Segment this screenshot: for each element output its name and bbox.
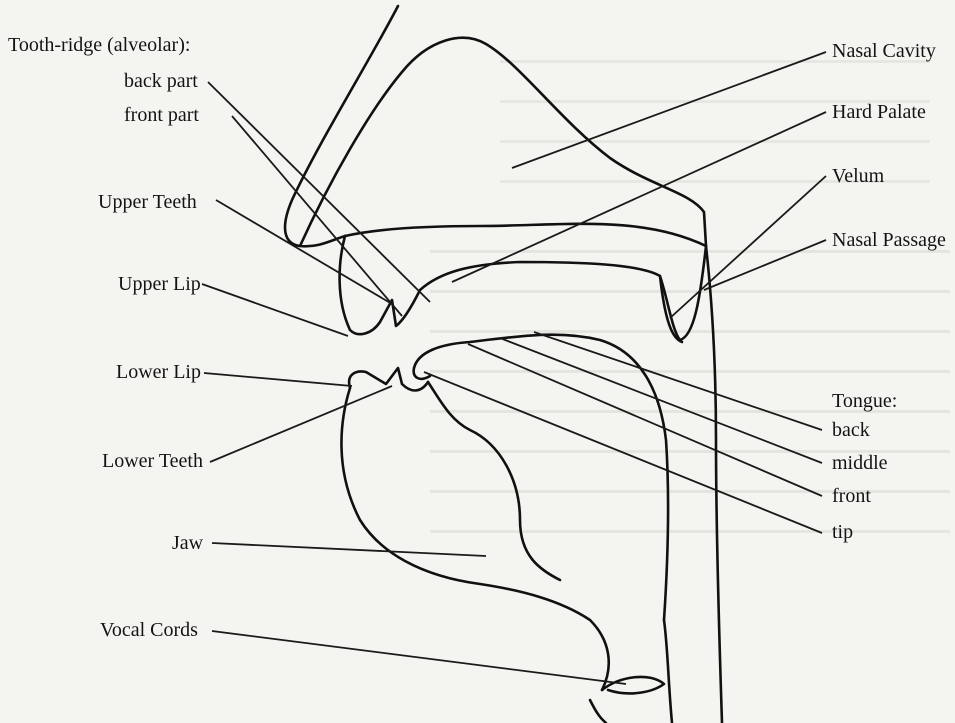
label-nasal-passage: Nasal Passage — [832, 229, 946, 251]
label-upper-teeth: Upper Teeth — [98, 191, 197, 213]
leader-tongue-middle — [500, 338, 822, 463]
pharynx-wall — [706, 246, 722, 723]
throat-back — [664, 620, 672, 723]
label-lower-teeth: Lower Teeth — [102, 450, 203, 472]
label-back-part: back part — [124, 70, 198, 92]
nose-outline — [285, 6, 398, 246]
label-tongue-middle: middle — [832, 452, 888, 474]
throat-front — [590, 700, 606, 723]
leader-vocal-cords — [212, 631, 626, 684]
leader-hard-palate — [452, 112, 826, 282]
left-labels: Tooth-ridge (alveolar): back part front … — [8, 34, 204, 641]
label-tongue-back: back — [832, 419, 870, 441]
larynx-outline — [602, 677, 664, 693]
label-tongue-tip: tip — [832, 521, 853, 543]
label-tongue: Tongue: — [832, 390, 897, 412]
label-lower-lip: Lower Lip — [116, 361, 201, 383]
label-hard-palate: Hard Palate — [832, 101, 926, 123]
leader-upper-lip — [202, 284, 348, 336]
label-velum: Velum — [832, 165, 885, 187]
leader-lower-teeth — [210, 386, 392, 462]
label-front-part: front part — [124, 104, 199, 126]
label-tooth-ridge: Tooth-ridge (alveolar): — [8, 34, 190, 56]
tongue-outline — [414, 335, 668, 620]
leader-lower-lip — [204, 373, 352, 386]
leader-tongue-front — [468, 344, 822, 496]
leader-jaw — [212, 543, 486, 556]
leader-tongue-back — [534, 332, 822, 430]
leader-nasal-passage — [704, 240, 826, 290]
label-tongue-front: front — [832, 485, 871, 507]
leader-velum — [670, 176, 826, 318]
label-jaw: Jaw — [172, 532, 204, 554]
head-outline — [285, 6, 722, 723]
hard-palate-outline — [345, 224, 706, 246]
leader-back-part — [208, 82, 430, 302]
leader-front-part — [232, 116, 402, 316]
label-vocal-cords: Vocal Cords — [100, 619, 198, 641]
label-upper-lip: Upper Lip — [118, 273, 201, 295]
label-nasal-cavity: Nasal Cavity — [832, 40, 936, 62]
leader-upper-teeth — [216, 200, 392, 304]
